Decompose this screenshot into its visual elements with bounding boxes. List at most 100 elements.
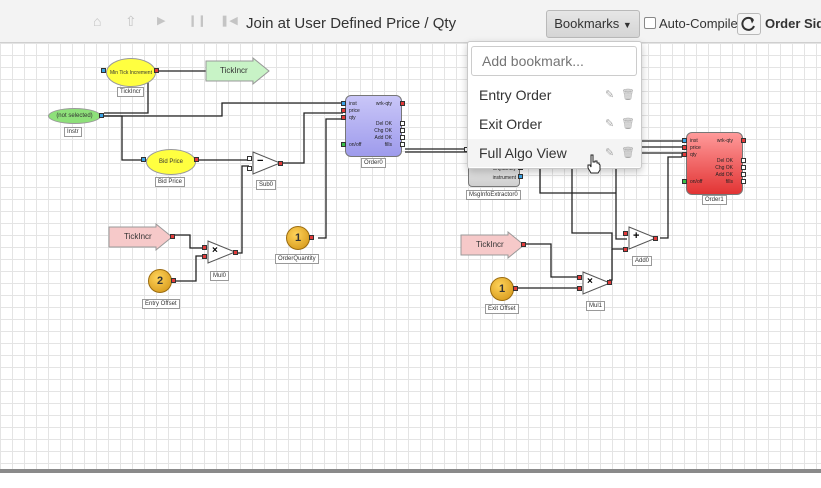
arrow-up-icon[interactable]: ⇧: [125, 13, 137, 29]
bid-price-node[interactable]: Bid Price: [146, 149, 196, 175]
order1-price-port[interactable]: [682, 145, 687, 150]
sub0-input-a-port[interactable]: [247, 156, 252, 161]
tickincr-left-node[interactable]: TickIncr: [124, 232, 152, 241]
auto-compile-checkbox[interactable]: [644, 17, 656, 29]
msginfo-label: MsgInfoExtractor0: [466, 190, 521, 200]
min-tick-input-port[interactable]: [101, 68, 106, 73]
order0-fills-port[interactable]: [400, 142, 405, 147]
order1-block[interactable]: inst price qty on/off wrk-qty Del OK Chg…: [686, 132, 743, 195]
mul0-input-a-port[interactable]: [202, 245, 207, 250]
mul0-operator: ×: [212, 245, 218, 256]
order0-delok-port[interactable]: [400, 121, 405, 126]
order1-wrkqty-port[interactable]: [741, 138, 746, 143]
mul0-output-port[interactable]: [233, 250, 238, 255]
trash-icon[interactable]: 🗑: [621, 89, 635, 101]
sub0-output-port[interactable]: [278, 161, 283, 166]
trash-icon[interactable]: 🗑: [621, 118, 635, 130]
order0-price-port[interactable]: [341, 108, 346, 113]
entry-offset-output-port[interactable]: [171, 278, 176, 283]
entry-offset-node[interactable]: 2: [148, 269, 172, 293]
order-quantity-node[interactable]: 1: [286, 226, 310, 250]
mul0-label: Mul0: [210, 271, 230, 281]
bid-price-label: Bid Price: [155, 177, 186, 187]
sub0-input-b-port[interactable]: [247, 166, 252, 171]
order1-onoff-port[interactable]: [682, 179, 687, 184]
instr-output-port[interactable]: [99, 113, 104, 118]
mul0-shape: [207, 240, 237, 264]
sub0-operator: −: [257, 155, 264, 167]
pencil-icon[interactable]: ✎: [605, 118, 615, 130]
sub0-shape: [252, 151, 282, 175]
order0-chgok-port[interactable]: [400, 128, 405, 133]
order1-qty-port[interactable]: [682, 152, 687, 157]
add0-operator: +: [633, 230, 640, 242]
skip-back-icon[interactable]: ❚◀: [220, 15, 238, 27]
tickincr-left-arrow-shape: [108, 223, 173, 251]
order-side-label: Order Side: [765, 16, 821, 31]
connection-lines: [104, 70, 683, 289]
trash-icon[interactable]: 🗑: [621, 147, 635, 159]
bookmark-item-full-algo-view[interactable]: Full Algo View ✎ 🗑: [468, 139, 641, 167]
order1-chgok-port[interactable]: [741, 165, 746, 170]
instr-label: Instr: [64, 127, 82, 137]
mul1-input-a-port[interactable]: [577, 275, 582, 280]
mul1-input-b-port[interactable]: [577, 286, 582, 291]
order0-label: Order0: [361, 158, 386, 168]
hand-cursor-icon: [587, 154, 601, 174]
order0-onoff-port[interactable]: [341, 142, 346, 147]
auto-compile-toggle[interactable]: Auto-Compile: [644, 16, 738, 31]
bookmark-item-entry-order[interactable]: Entry Order ✎ 🗑: [468, 81, 641, 109]
instr-selector[interactable]: (not selected): [48, 108, 101, 124]
pencil-icon[interactable]: ✎: [605, 89, 615, 101]
home-icon[interactable]: ⌂: [93, 13, 102, 29]
page-title: Join at User Defined Price / Qty: [246, 15, 457, 32]
order1-fills-port[interactable]: [741, 179, 746, 184]
exit-offset-output-port[interactable]: [513, 286, 518, 291]
order1-addok-port[interactable]: [741, 172, 746, 177]
bid-price-output-port[interactable]: [194, 157, 199, 162]
add-bookmark-input[interactable]: [471, 46, 637, 76]
mul1-operator: ×: [587, 276, 593, 287]
order0-block[interactable]: inst price qty on/off wrk-qty Del OK Chg…: [345, 95, 402, 157]
order1-delok-port[interactable]: [741, 158, 746, 163]
min-tick-output-port[interactable]: [154, 68, 159, 73]
exit-offset-node[interactable]: 1: [490, 277, 514, 301]
add0-shape: [628, 226, 658, 250]
pause-icon[interactable]: ❙❙: [188, 15, 207, 27]
bookmarks-label: Bookmarks: [554, 16, 620, 31]
mul1-shape: [582, 271, 612, 295]
order1-inst-port[interactable]: [682, 138, 687, 143]
bookmark-item-exit-order[interactable]: Exit Order ✎ 🗑: [468, 110, 641, 138]
min-tick-increment-node[interactable]: Min Tick Increment: [106, 58, 156, 87]
add0-input-b-port[interactable]: [623, 247, 628, 252]
tickincr-top-node[interactable]: TickIncr: [220, 66, 248, 75]
refresh-icon: [741, 16, 755, 31]
mul1-output-port[interactable]: [607, 280, 612, 285]
bookmarks-button[interactable]: Bookmarks ▼: [546, 10, 640, 38]
bottom-scrollbar[interactable]: [0, 469, 821, 488]
tickincr-left-output-port[interactable]: [170, 234, 175, 239]
refresh-button[interactable]: [737, 13, 761, 35]
add0-label: Add0: [632, 256, 653, 266]
caret-down-icon: ▼: [622, 20, 632, 30]
add0-output-port[interactable]: [653, 236, 658, 241]
sub0-label: Sub0: [256, 180, 277, 190]
add0-input-a-port[interactable]: [623, 231, 628, 236]
mul1-label: Mul1: [586, 301, 606, 311]
algo-canvas[interactable]: (not selected) Instr Min Tick Increment …: [0, 43, 821, 469]
tickincr-right-output-port[interactable]: [521, 242, 526, 247]
order0-inst-port[interactable]: [341, 101, 346, 106]
order0-wrkqty-port[interactable]: [400, 101, 405, 106]
tickincr-top-arrow-shape: [205, 57, 270, 85]
tickincr-right-node[interactable]: TickIncr: [476, 240, 504, 249]
order0-addok-port[interactable]: [400, 135, 405, 140]
play-icon[interactable]: ▶: [157, 15, 166, 27]
order-quantity-output-port[interactable]: [309, 235, 314, 240]
toolbar: ⌂ ⇧ ▶ ❙❙ ❚◀ Join at User Defined Price /…: [0, 0, 821, 43]
bid-price-input-port[interactable]: [141, 157, 146, 162]
msginfo-instrument-port[interactable]: [518, 174, 523, 179]
mul0-input-b-port[interactable]: [202, 254, 207, 259]
order0-qty-port[interactable]: [341, 115, 346, 120]
tickincr-right-arrow-shape: [460, 231, 525, 259]
pencil-icon[interactable]: ✎: [605, 147, 615, 159]
